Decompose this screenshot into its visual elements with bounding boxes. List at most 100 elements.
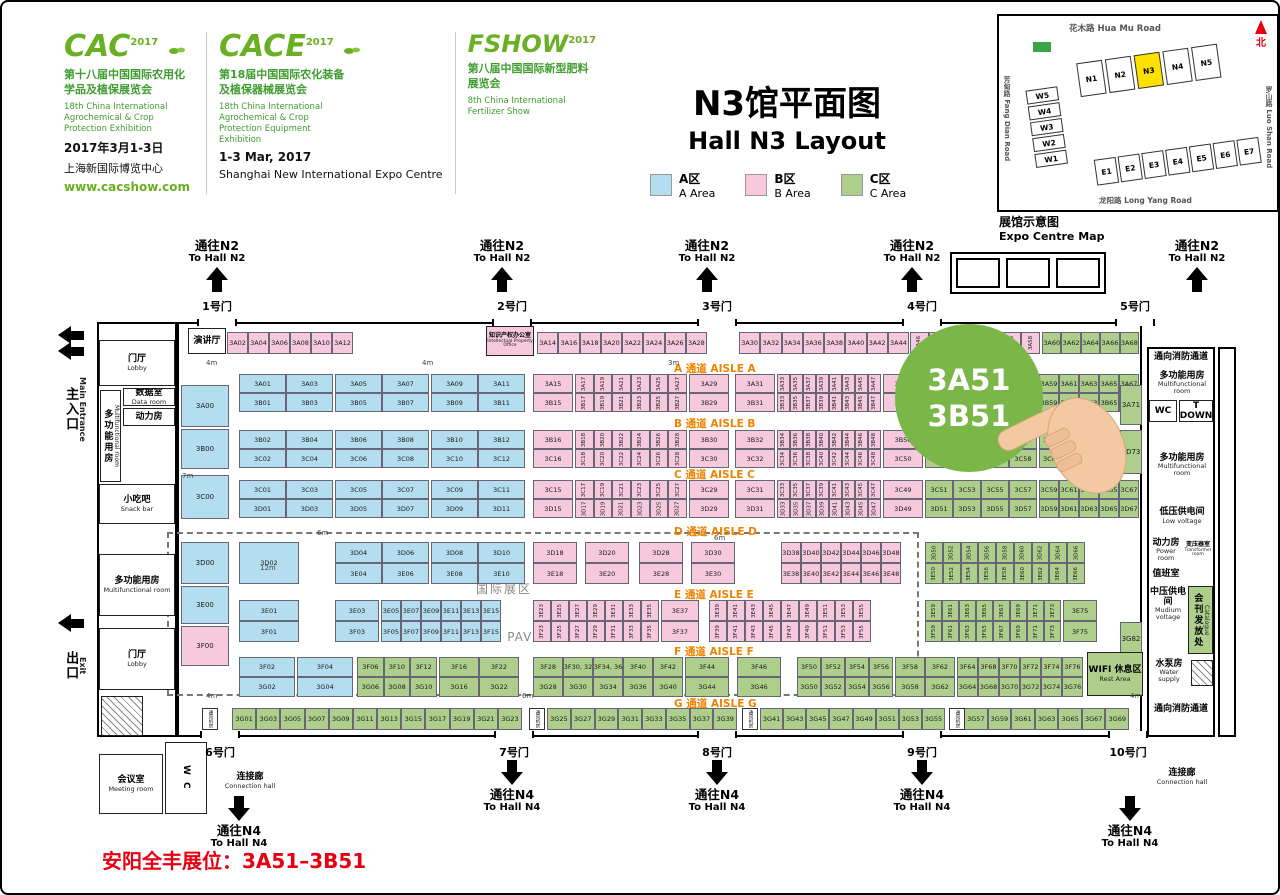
booth-3E10: 3E10: [478, 563, 525, 584]
booth-3B08: 3B08: [382, 430, 429, 449]
booth-3C00: 3C00: [181, 475, 229, 519]
booth-3E71: 3E71: [1027, 600, 1044, 621]
booth-3E63: 3E63: [959, 600, 976, 621]
booth-3B05: 3B05: [335, 393, 382, 412]
booth-row: 3A15: [533, 374, 573, 393]
road-luo-shan: 罗山路 Luo Shan Road: [1265, 86, 1273, 169]
booth-3B46: 3B46: [855, 430, 868, 449]
road-long-yang: 龙阳路 Long Yang Road: [1099, 196, 1192, 205]
booth-3C34: 3C34: [777, 449, 790, 468]
legend-swatch: [650, 174, 672, 196]
booth-row: 3G02: [239, 677, 295, 697]
booth-row: 3B15: [533, 393, 573, 412]
booth-3B29: 3B29: [689, 393, 729, 412]
booth-3F54: 3F54: [845, 657, 869, 677]
booth-3E69: 3E69: [1010, 600, 1027, 621]
booth-3E73: 3E73: [1044, 600, 1061, 621]
booth-row: 3E28: [639, 563, 683, 584]
booth-3F28: 3F28: [533, 657, 563, 677]
booth-3B02: 3B02: [239, 430, 286, 449]
booth-3E53: 3E53: [835, 600, 853, 621]
booth-3B20: 3B20: [593, 430, 613, 449]
booth-3F71: 3F71: [1027, 621, 1044, 642]
booth-3E33: 3E33: [623, 600, 641, 621]
booth-3C19: 3C19: [593, 480, 613, 499]
booth-3A08: 3A08: [290, 332, 311, 354]
booth-3C04: 3C04: [286, 449, 333, 468]
booth-3D21: 3D21: [612, 499, 632, 518]
booth-3D67: 3D67: [1119, 499, 1139, 518]
map-hall-N3: N3: [1133, 51, 1165, 90]
booth-3D09: 3D09: [431, 499, 478, 518]
booth-3E28: 3E28: [639, 563, 683, 584]
booth-3A16: 3A16: [558, 332, 580, 354]
booth-3G17: 3G17: [425, 708, 450, 730]
north-arrow-icon: 北: [1255, 20, 1267, 49]
booth-3F53: 3F53: [835, 621, 853, 642]
booth-3B25: 3B25: [649, 393, 669, 412]
booth-3D64: 3D64: [1049, 542, 1068, 563]
booth-3C28: 3C28: [668, 449, 688, 468]
booth-3G25: 3G25: [547, 708, 571, 730]
booth-3G53: 3G53: [898, 708, 922, 730]
booth-3G02: 3G02: [239, 677, 295, 697]
booth-row: 3F04: [297, 657, 353, 677]
booth-3A43: 3A43: [842, 374, 855, 393]
booth-3C08: 3C08: [382, 449, 429, 468]
room-label: WC: [1149, 400, 1177, 422]
door-opening: [697, 319, 737, 326]
booth-3C15: 3C15: [533, 480, 573, 499]
booth-3D38: 3D38: [781, 542, 801, 563]
booth-3B34: 3B34: [777, 430, 790, 449]
booth-3B35: 3B35: [790, 393, 803, 412]
highlight-note: 安阳全丰展位：3A51–3B51: [102, 849, 367, 873]
booth-row: 3E18: [533, 563, 577, 584]
booth-3G22: 3G22: [479, 677, 519, 697]
booth-3E52: 3E52: [942, 563, 961, 584]
door-opening: [697, 731, 737, 738]
booth-3A71: 3A71: [1120, 385, 1142, 425]
door-opening: [1115, 319, 1155, 326]
booth-3D42: 3D42: [821, 542, 841, 563]
booth-3C57: 3C57: [1009, 480, 1037, 499]
booth-3A29: 3A29: [689, 374, 729, 393]
booth-3G41: 3G41: [760, 708, 784, 730]
booth-row: 3F75: [1063, 621, 1097, 642]
booth-3D66: 3D66: [1067, 542, 1086, 563]
booth-3F3032: 3F30, 32: [563, 657, 593, 677]
booth-3C03: 3C03: [286, 480, 333, 499]
booth-3B18: 3B18: [575, 430, 594, 449]
booth-3C40: 3C40: [816, 449, 829, 468]
vent-room: 通风机房: [529, 708, 545, 730]
booth-3A58: 3A58: [1021, 332, 1041, 354]
